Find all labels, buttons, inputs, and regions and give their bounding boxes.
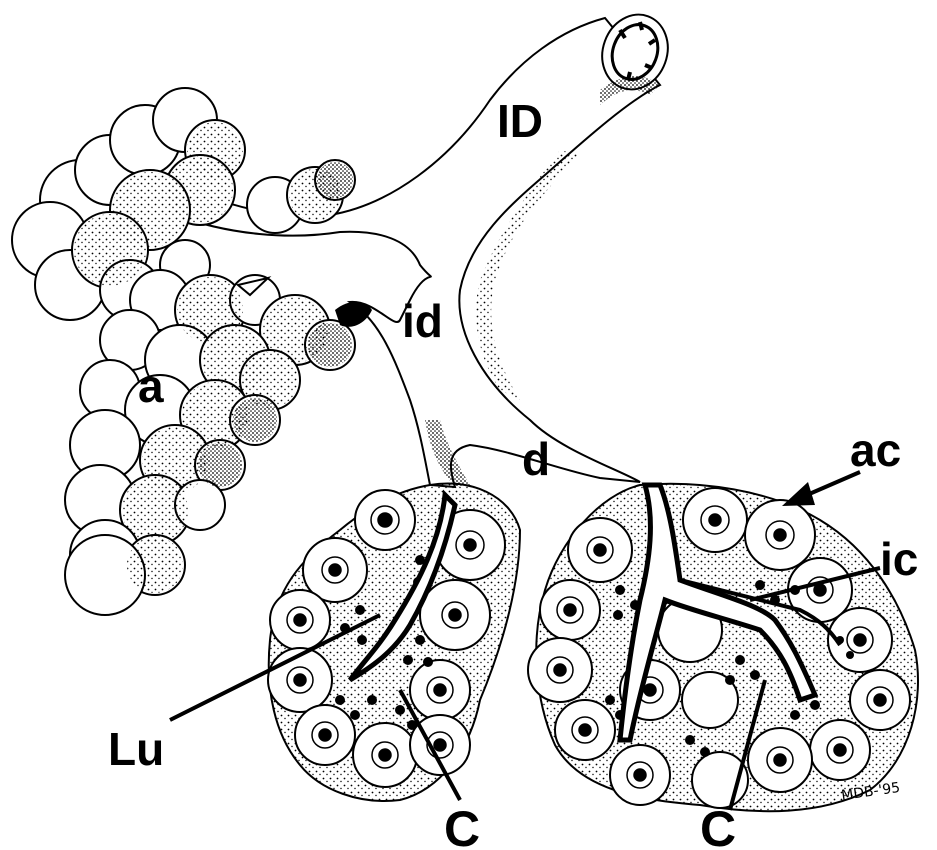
- label-intercalated-cell: ic: [880, 533, 918, 585]
- label-capillary-left: C: [444, 801, 480, 850]
- acinus-cell-arrowhead: [782, 482, 815, 506]
- acinus-section-right: [528, 484, 918, 811]
- label-capillary-right: C: [700, 801, 736, 850]
- label-lumen: Lu: [108, 723, 164, 775]
- label-intercalated-branch: d: [522, 433, 550, 485]
- label-acini: a: [138, 360, 164, 412]
- label-acinus-cell: ac: [850, 424, 901, 476]
- acinus-section-left: [268, 483, 520, 801]
- label-interlobular-duct: ID: [497, 95, 543, 147]
- label-intralobular-duct: id: [402, 295, 443, 347]
- acini-cluster-left: [12, 88, 372, 615]
